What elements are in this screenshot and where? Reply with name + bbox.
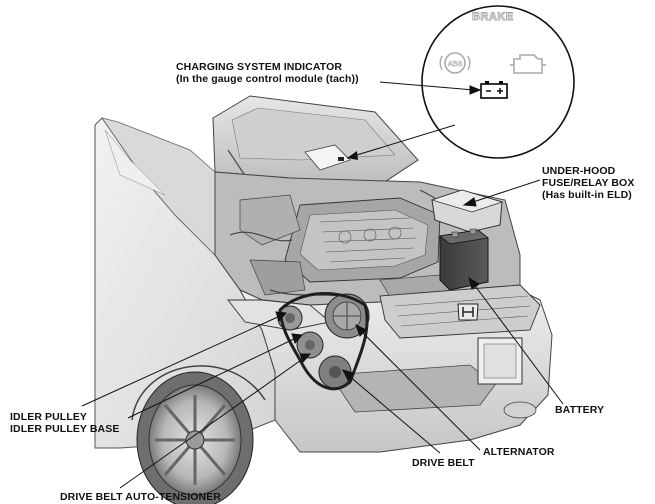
brake-text: BRAKE	[472, 11, 514, 23]
leader-tensioner	[119, 357, 305, 489]
gauge-pointer-line	[346, 124, 456, 159]
gauge-callout: BRAKE ABS	[346, 5, 575, 160]
gauge-magnifier-circle	[421, 5, 575, 159]
abs-indicator-icon: ABS	[439, 52, 471, 74]
check-engine-icon	[510, 54, 546, 74]
fuse-box-label-line1: UNDER-HOOD	[542, 165, 616, 177]
leader-charging	[379, 81, 475, 91]
idler-pulley-base-label: IDLER PULLEY BASE	[10, 423, 120, 435]
fuse-box-label-line3: (Has built-in ELD)	[542, 189, 632, 201]
gauge-panel-view	[304, 144, 351, 171]
leader-idler-pulley-base	[127, 337, 297, 419]
fuse-box-label-line2: FUSE/RELAY BOX	[542, 177, 635, 189]
leader-fuse-box	[469, 179, 541, 204]
leader-drive-belt	[347, 374, 441, 454]
leader-idler-pulley	[81, 315, 281, 407]
svg-text:ABS: ABS	[448, 61, 463, 68]
charging-indicator-title: CHARGING SYSTEM INDICATOR	[176, 61, 343, 73]
tensioner-label: DRIVE BELT AUTO-TENSIONER	[60, 491, 221, 503]
leader-alternator	[359, 329, 481, 451]
honda-logo	[457, 303, 479, 321]
drive-belt-label: DRIVE BELT	[412, 457, 475, 469]
leader-battery	[472, 282, 564, 405]
leader-lines	[81, 81, 564, 489]
idler-pulley-label: IDLER PULLEY	[10, 411, 88, 423]
brake-indicator-icon: BRAKE	[472, 11, 514, 24]
alternator-label: ALTERNATOR	[483, 446, 555, 458]
charging-battery-icon	[480, 81, 508, 99]
charging-indicator-subtitle: (In the gauge control module (tach))	[176, 73, 359, 85]
battery-label: BATTERY	[555, 404, 605, 416]
